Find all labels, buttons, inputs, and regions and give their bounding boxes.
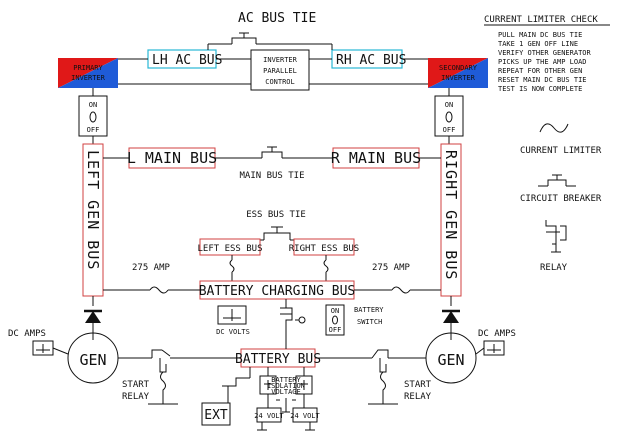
ess-bus-tie-breaker[interactable] — [232, 226, 294, 241]
legend-step-6: RESET MAIN DC BUS TIE — [498, 76, 587, 84]
start-relay-left-line-1: START — [122, 380, 150, 390]
secondary-inverter: SECONDARY INVERTER — [428, 58, 488, 88]
dc-volts-label: DC VOLTS — [216, 328, 250, 336]
primary-inverter-line-1: PRIMARY — [73, 64, 103, 72]
main-bus-tie-breaker[interactable] — [215, 146, 333, 159]
legend-step-3: VERIFY OTHER GENERATOR — [498, 49, 592, 57]
battery-switch-on: ON — [331, 307, 339, 315]
ipc-line-3: CONTROL — [265, 78, 295, 86]
start-relay-right-line-2: RELAY — [404, 392, 432, 402]
battery-isolation-line-3: VOLTAGE — [271, 388, 301, 396]
dc-amps-right-label: DC AMPS — [478, 329, 516, 339]
right-diode — [442, 296, 460, 340]
battery-24v-b — [292, 407, 318, 423]
legend-step-2: TAKE 1 GEN OFF LINE — [498, 40, 578, 48]
legend-step-4: PICKS UP THE AMP LOAD — [498, 58, 587, 66]
ess-bus-tie-label: ESS BUS TIE — [246, 210, 306, 220]
battery-switch-off: OFF — [329, 326, 342, 334]
legend-step-7: TEST IS NOW COMPLETE — [498, 85, 582, 93]
ext-relay-icon — [227, 377, 250, 403]
ext-power-box — [201, 402, 231, 426]
primary-inverter: PRIMARY INVERTER — [58, 58, 118, 88]
secondary-inverter-line-1: SECONDARY — [439, 64, 478, 72]
left-gen-bus-label: LEFT GEN BUS — [84, 150, 102, 270]
battery-switch[interactable] — [325, 304, 345, 336]
battery-24v-a — [256, 407, 282, 423]
primary-inverter-line-2: INVERTER — [71, 74, 106, 82]
legend-step-1: PULL MAIN DC BUS TIE — [498, 31, 582, 39]
right-ess-bus-label: RIGHT ESS BUS — [289, 244, 359, 254]
ac-bus-tie-breaker[interactable] — [208, 32, 332, 45]
amp-275-right-label: 275 AMP — [372, 263, 411, 273]
left-ess-bus — [199, 238, 261, 256]
legend-current-limiter: CURRENT LIMITER — [520, 146, 602, 156]
current-limiter-icon — [149, 286, 169, 294]
secondary-inverter-line-2: INVERTER — [441, 74, 476, 82]
legend-circuit-breaker: CIRCUIT BREAKER — [520, 194, 602, 204]
l-main-bus-label: L MAIN BUS — [127, 149, 217, 167]
inverter-parallel-control-box — [250, 49, 310, 91]
lh-ac-bus-label: LH AC BUS — [152, 53, 222, 68]
current-limiter-icon — [323, 259, 329, 273]
r-main-bus-label: R MAIN BUS — [331, 149, 421, 167]
start-relay-right-line-1: START — [404, 380, 432, 390]
ipc-line-2: PARALLEL — [263, 67, 297, 75]
toggle-icon — [89, 111, 97, 123]
battery-bus-label: BATTERY BUS — [235, 352, 321, 367]
current-limiter-icon — [229, 259, 235, 273]
volt-24-a-label: 24 VOLT — [254, 412, 284, 420]
battery-charging-bus-label: BATTERY CHARGING BUS — [199, 284, 356, 299]
current-limiter-legend-icon — [539, 123, 569, 133]
right-gen-bus-label: RIGHT GEN BUS — [442, 150, 460, 280]
circuit-breaker-legend-icon — [538, 174, 576, 187]
relay-legend-icon — [545, 220, 567, 253]
primary-switch-on: ON — [89, 101, 97, 109]
relay-icon — [280, 307, 293, 329]
legend-panel: CURRENT LIMITER CHECK PULL MAIN DC BUS T… — [484, 15, 610, 273]
secondary-switch-off: OFF — [443, 126, 456, 134]
right-ess-bus — [293, 238, 355, 256]
gen-left-label: GEN — [79, 351, 106, 369]
volt-24-b-label: 24 VOLT — [290, 412, 320, 420]
ac-bus-tie-label: AC BUS TIE — [238, 11, 316, 26]
ipc-line-1: INVERTER — [263, 56, 298, 64]
amp-275-left-label: 275 AMP — [132, 263, 171, 273]
rh-ac-bus-label: RH AC BUS — [336, 53, 406, 68]
legend-relay: RELAY — [540, 263, 568, 273]
battery-switch-line-1: BATTERY — [354, 306, 384, 314]
left-diode — [84, 296, 102, 340]
main-bus-tie-label: MAIN BUS TIE — [239, 171, 304, 181]
toggle-icon — [332, 315, 338, 325]
battery-isolation-line-2: ISOLATION — [267, 382, 305, 390]
dc-amps-left-label: DC AMPS — [8, 329, 46, 339]
battery-switch-line-2: SWITCH — [357, 318, 382, 326]
current-limiter-icon — [391, 286, 411, 294]
ext-label: EXT — [204, 408, 228, 423]
legend-step-5: REPEAT FOR OTHER GEN — [498, 67, 582, 75]
primary-inverter-switch[interactable] — [78, 95, 108, 137]
left-ess-bus-label: LEFT ESS BUS — [197, 244, 262, 254]
secondary-switch-on: ON — [445, 101, 453, 109]
right-start-relay — [315, 349, 426, 405]
battery-isolation-line-1: BATTERY — [271, 376, 301, 384]
toggle-icon — [445, 111, 453, 123]
primary-switch-off: OFF — [87, 126, 100, 134]
start-relay-left-line-2: RELAY — [122, 392, 150, 402]
left-start-relay — [118, 349, 241, 405]
legend-title: CURRENT LIMITER CHECK — [484, 15, 598, 25]
gen-right-label: GEN — [437, 351, 464, 369]
secondary-inverter-switch[interactable] — [434, 95, 464, 137]
